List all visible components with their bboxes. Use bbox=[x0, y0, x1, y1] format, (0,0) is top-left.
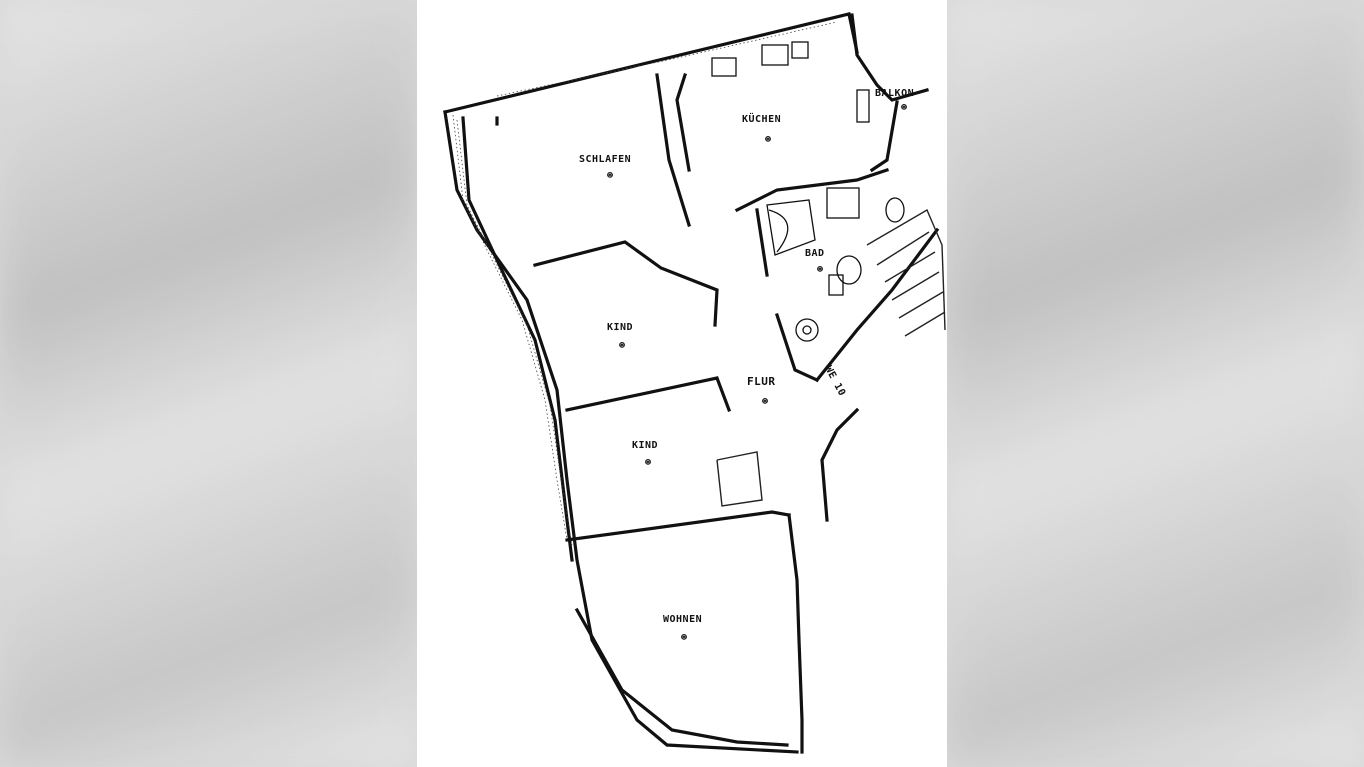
floor-plan-sheet: SCHLAFEN ⊛ KÜCHEN ⊛ BALKON ⊛ BAD ⊛ KIND … bbox=[417, 0, 947, 767]
bathroom-fixtures bbox=[766, 187, 905, 342]
exterior-hatching bbox=[452, 21, 838, 546]
backdrop-left bbox=[0, 0, 417, 767]
interior-walls bbox=[495, 72, 940, 754]
area-marker-kuechen: ⊛ bbox=[765, 134, 772, 145]
room-label-schlafen: SCHLAFEN bbox=[579, 154, 631, 165]
area-marker-bad: ⊛ bbox=[817, 264, 824, 275]
area-marker-kind-1: ⊛ bbox=[619, 340, 626, 351]
room-label-wohnen: WOHNEN bbox=[663, 614, 702, 625]
area-marker-kind-2: ⊛ bbox=[645, 457, 652, 468]
room-label-kind-1: KIND bbox=[607, 322, 633, 333]
area-marker-balkon: ⊛ bbox=[901, 102, 908, 113]
staircase bbox=[866, 208, 946, 337]
room-label-kind-2: KIND bbox=[632, 440, 658, 451]
room-label-flur: FLUR bbox=[747, 375, 776, 388]
floor-plan-drawing: SCHLAFEN ⊛ KÜCHEN ⊛ BALKON ⊛ BAD ⊛ KIND … bbox=[443, 12, 946, 754]
unit-label-we: WE 10 bbox=[822, 364, 847, 398]
backdrop-right bbox=[947, 0, 1364, 767]
area-marker-flur: ⊛ bbox=[762, 396, 769, 407]
room-labels: SCHLAFEN ⊛ KÜCHEN ⊛ BALKON ⊛ BAD ⊛ KIND … bbox=[579, 88, 914, 643]
area-marker-schlafen: ⊛ bbox=[607, 170, 614, 181]
room-label-balkon: BALKON bbox=[875, 88, 914, 99]
kitchen-fixtures bbox=[711, 41, 870, 123]
room-label-bad: BAD bbox=[805, 248, 825, 259]
room-label-kuechen: KÜCHEN bbox=[742, 111, 781, 125]
area-marker-wohnen: ⊛ bbox=[681, 632, 688, 643]
outer-walls bbox=[443, 12, 929, 754]
